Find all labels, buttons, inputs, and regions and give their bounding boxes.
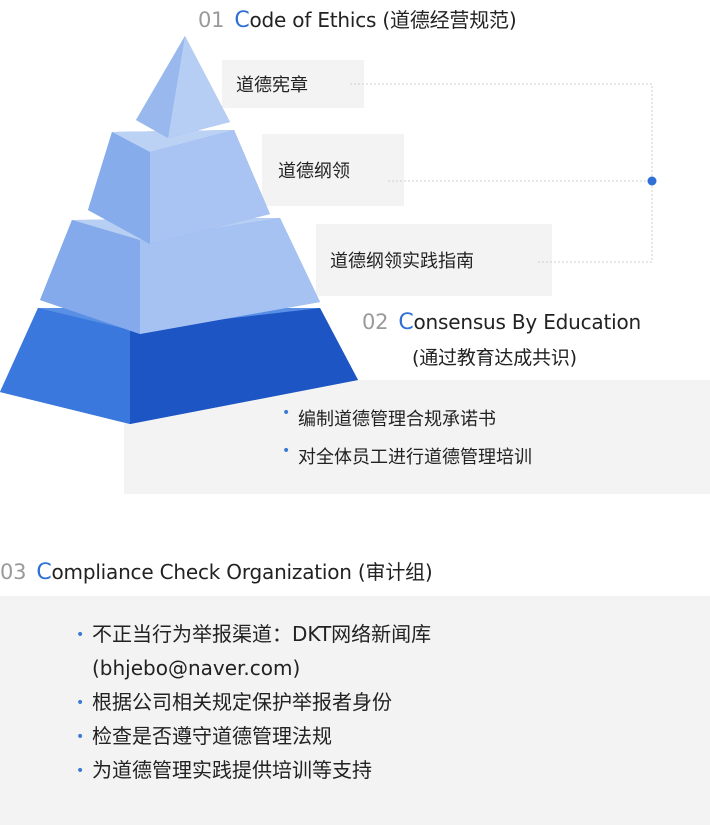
list-item: •对全体员工进行道德管理培训: [282, 443, 532, 468]
section-01-initial: C: [234, 8, 250, 33]
section-03-initial: C: [36, 560, 52, 585]
section-01-number: 01: [198, 8, 225, 32]
list-item: •为道德管理实践提供培训等支持: [72, 753, 431, 787]
bullet-dot-icon: •: [282, 443, 291, 459]
tier-label-practice-guide: 道德纲领实践指南: [316, 224, 552, 296]
list-item-continuation: (bhjebo@naver.com): [92, 656, 301, 680]
section-02-title-text: onsensus By Education: [413, 310, 642, 334]
list-item: •编制道德管理合规承诺书: [282, 405, 496, 430]
bullet-dot-icon: •: [76, 729, 85, 745]
section-02-title: 02 Consensus By Education: [362, 310, 641, 335]
connector-lines: [350, 83, 657, 263]
section-02-initial: C: [398, 310, 414, 335]
section-02-list: •编制道德管理合规承诺书 •对全体员工进行道德管理培训: [278, 405, 532, 469]
bullet-dot-icon: •: [76, 627, 85, 643]
section-02-number: 02: [362, 310, 389, 334]
bullet-dot-icon: •: [76, 763, 85, 779]
pyramid-diagram: [0, 36, 358, 424]
list-item: •根据公司相关规定保护举报者身份: [72, 685, 431, 719]
list-item: •检查是否遵守道德管理法规: [72, 719, 431, 753]
section-03-panel: [0, 596, 710, 825]
connector-dot-icon: [647, 176, 657, 186]
section-01-title-text: ode of Ethics (道德经营规范): [249, 8, 517, 32]
section-03-list: •不正当行为举报渠道：DKT网络新闻库 (bhjebo@naver.com) •…: [72, 617, 431, 787]
bullet-dot-icon: •: [76, 695, 85, 711]
list-item: •不正当行为举报渠道：DKT网络新闻库: [72, 617, 431, 651]
bullet-dot-icon: •: [282, 405, 291, 421]
section-02-subtitle: (通过教育达成共识): [412, 347, 577, 369]
section-03-number: 03: [0, 560, 27, 584]
section-01-title: 01 Code of Ethics (道德经营规范): [198, 4, 517, 33]
section-03-title-text: ompliance Check Organization (审计组): [51, 560, 433, 584]
tier-label-ethics-guidelines: 道德纲领: [262, 134, 404, 206]
section-03-title: 03 Compliance Check Organization (审计组): [0, 556, 433, 585]
tier-label-ethics-charter: 道德宪章: [222, 60, 364, 108]
